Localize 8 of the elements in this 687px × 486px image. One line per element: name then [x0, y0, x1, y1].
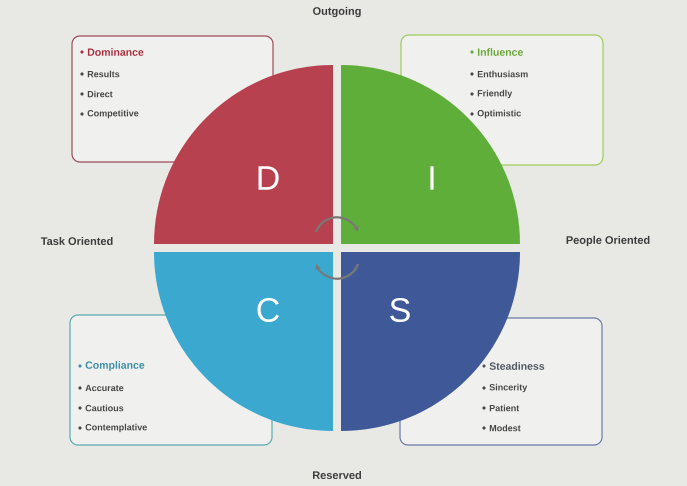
axis-label: People Oriented: [566, 236, 650, 246]
quadrant: C: [154, 252, 333, 431]
axis-label: Reserved: [312, 470, 362, 480]
cycle-arrow: [315, 264, 360, 280]
axis-label: Outgoing: [313, 6, 361, 18]
quadrant: D: [154, 65, 333, 244]
axis-label: Task Oriented: [40, 236, 113, 246]
cycle-arrow: [315, 216, 359, 232]
